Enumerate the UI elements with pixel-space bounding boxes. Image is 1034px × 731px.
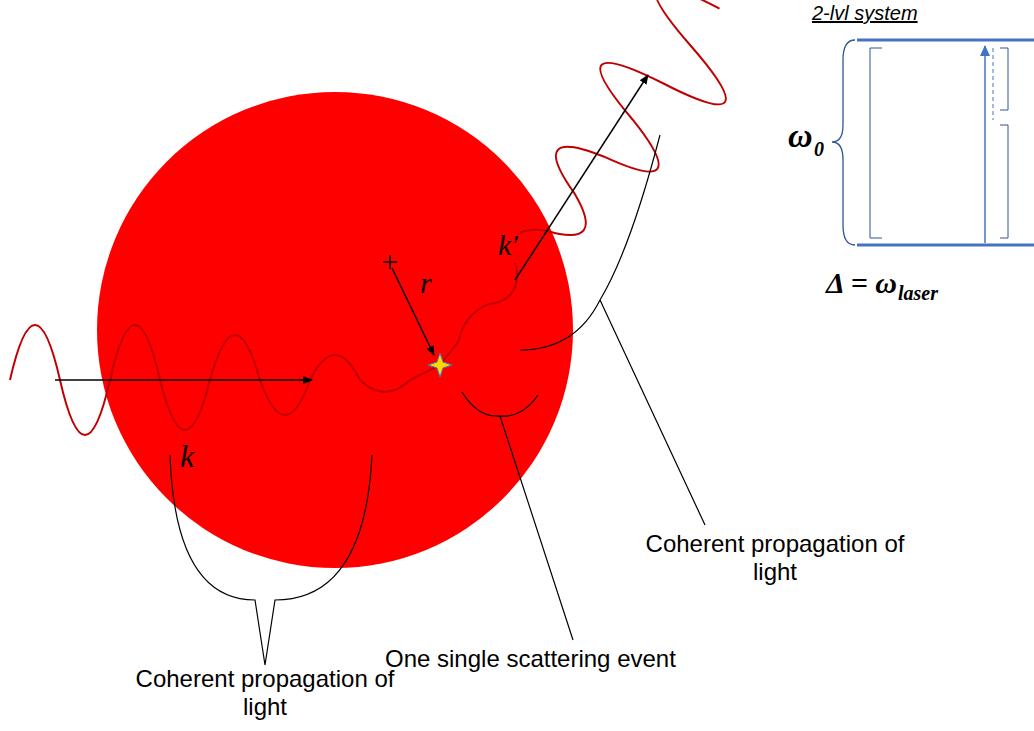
bracket	[462, 392, 573, 640]
equation: Δ = ω	[826, 266, 897, 301]
k-arrow	[55, 379, 312, 381]
ground-level	[857, 244, 1034, 247]
subscript: 0	[814, 138, 824, 161]
outgoing-wave	[391, 0, 768, 403]
bracket	[1000, 48, 1008, 238]
bracket	[520, 135, 705, 525]
atom-cloud	[97, 92, 573, 568]
k-prime-arrow	[515, 75, 648, 280]
symbol: ω	[788, 116, 813, 155]
detuning-line	[993, 48, 994, 120]
section-title: 2-lvl system	[812, 2, 918, 25]
center-mark	[383, 255, 397, 269]
bracket	[870, 48, 882, 238]
wave-vector-label: k′	[496, 228, 520, 263]
annotation: One single scattering event	[385, 645, 676, 673]
scattering-point	[428, 353, 452, 377]
annotation: Coherent propagation of light	[645, 530, 905, 585]
bracket	[170, 455, 372, 665]
transition-arrow	[984, 46, 986, 243]
annotation: Coherent propagation of light	[135, 665, 395, 720]
excited-level	[857, 39, 1034, 42]
incoming-wave	[10, 325, 440, 435]
subscript: laser	[898, 282, 938, 305]
brace	[832, 40, 855, 245]
position-label: r	[418, 266, 434, 301]
wave-vector-label: k	[178, 438, 196, 475]
